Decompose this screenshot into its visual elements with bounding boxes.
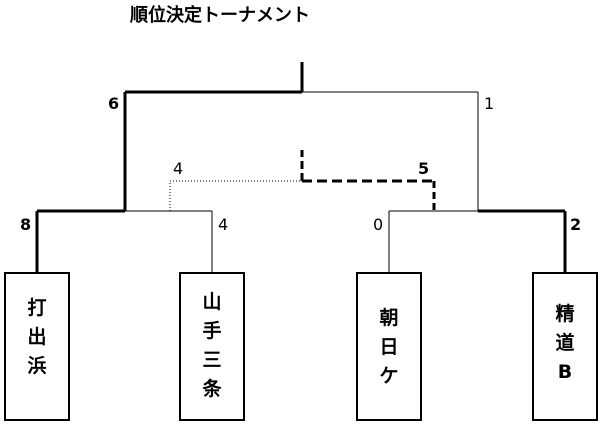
team-box-3: 朝 日 ケ (356, 272, 422, 421)
score-team3: 0 (373, 215, 384, 234)
team-name-4: 精 道 B (534, 300, 596, 387)
team-box-1: 打 出 浜 (4, 272, 70, 421)
team-name-2: 山 手 三 条 (181, 288, 243, 404)
team-name-char: 日 (379, 336, 399, 358)
score-third-right: 5 (418, 159, 430, 178)
team-name-char: 浜 (27, 355, 47, 377)
team-name-char: 三 (202, 349, 222, 371)
team-box-2: 山 手 三 条 (179, 272, 245, 421)
team-name-char: 精 (555, 303, 575, 325)
score-semi-right: 1 (484, 94, 495, 113)
score-semi-left: 6 (108, 94, 120, 113)
score-team1: 8 (20, 215, 32, 234)
page-title: 順位決定トーナメント (130, 5, 310, 26)
team-name-char: 朝 (379, 307, 399, 329)
team-name-char: 山 (202, 291, 222, 313)
team-name-char: 打 (27, 297, 47, 319)
team-name-3: 朝 日 ケ (358, 304, 420, 391)
team-box-4: 精 道 B (532, 272, 598, 421)
team-name-1: 打 出 浜 (6, 294, 68, 381)
score-third-left: 4 (173, 159, 184, 178)
team-name-char: 出 (27, 326, 47, 348)
team-name-char: ケ (379, 365, 399, 387)
team-name-char: 手 (202, 320, 222, 342)
team-name-char: 条 (202, 378, 222, 400)
team-name-char: B (557, 361, 573, 383)
score-team4: 2 (570, 215, 582, 234)
score-team2: 4 (218, 215, 229, 234)
team-name-char: 道 (555, 332, 575, 354)
